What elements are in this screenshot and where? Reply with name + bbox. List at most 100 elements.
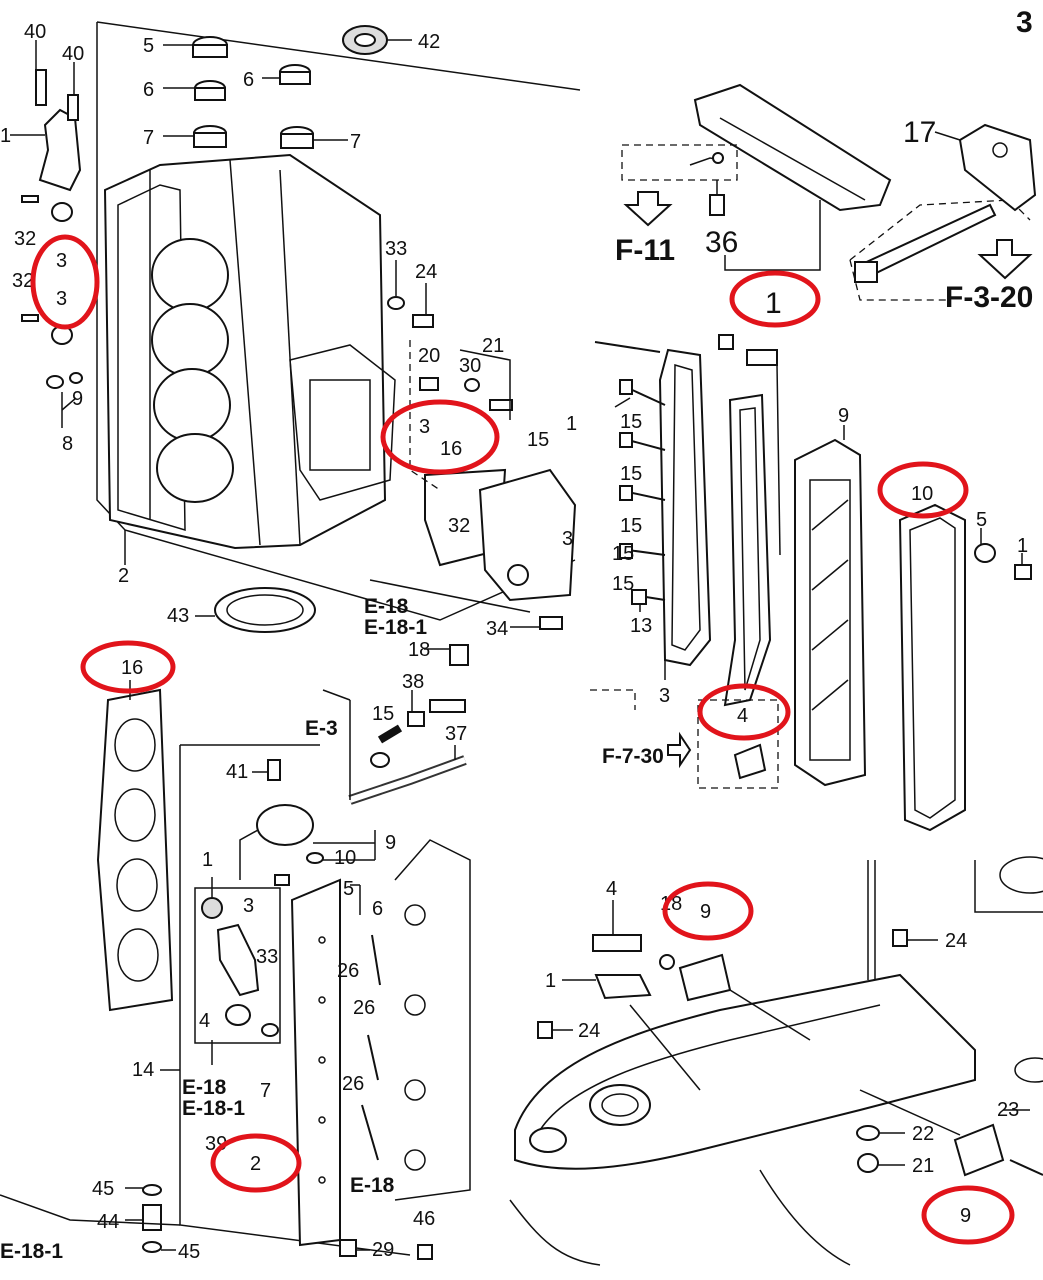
head-label-1: 36 (705, 226, 738, 259)
engine-label-12: 7 (143, 127, 154, 149)
engine-label-16: 33 (385, 238, 407, 260)
intake-ref-1: E-18 (182, 1076, 227, 1099)
intake-manifold-panel: 16 18 38 15 37 41 9 10 5 6 1 3 33 4 14 2… (0, 639, 471, 1263)
engine-block-panel: 40 40 1 32 3 3 32 9 8 5 6 6 7 7 42 2 33 … (0, 21, 581, 640)
water-cover-parts (387, 296, 577, 630)
lower-label-9: 9 (960, 1205, 971, 1227)
engine-label-21: 3 (419, 416, 430, 438)
intake-label-25: 46 (413, 1208, 435, 1230)
head-label-4: 15 (620, 463, 642, 485)
bearing-sleeves (192, 25, 388, 149)
intake-label-10: 1 (202, 849, 213, 871)
engine-label-5: 3 (56, 288, 67, 310)
lower-label-6: 23 (997, 1099, 1019, 1121)
gasket-ring (214, 587, 316, 633)
intake-ref-0: E-3 (305, 717, 338, 740)
head-cover-gasket (898, 503, 966, 832)
fuel-hoses (348, 644, 469, 805)
head-label-5: 15 (620, 515, 642, 537)
engine-ref-0: E-18 (364, 595, 409, 618)
intake-label-6: 9 (385, 832, 396, 854)
lower-label-8: 21 (912, 1155, 934, 1177)
engine-label-15: 2 (118, 565, 129, 587)
cylinder-head-panel: 17 36 1 15 15 15 15 15 15 13 3 4 9 10 5 … (590, 83, 1037, 832)
highlight-ring-9-bottom (921, 1185, 1015, 1245)
lower-label-4: 24 (578, 1020, 600, 1042)
engine-label-9: 5 (143, 35, 154, 57)
engine-label-24: 15 (527, 429, 549, 451)
lower-label-3: 1 (545, 970, 556, 992)
engine-label-7: 9 (72, 388, 83, 410)
head-label-13: 10 (911, 483, 933, 505)
head-ref-2: F-7-30 (602, 745, 664, 768)
engine-label-3: 32 (14, 228, 36, 250)
engine-label-14: 42 (418, 31, 440, 53)
pressure-regulator (239, 759, 324, 886)
engine-label-22: 16 (440, 438, 462, 460)
head-label-15: 1 (1017, 535, 1028, 557)
highlight-rings (30, 234, 1015, 1245)
engine-label-20: 21 (482, 335, 504, 357)
engine-label-8: 8 (62, 433, 73, 455)
engine-label-26: 3 (562, 528, 573, 550)
head-label-11: 4 (737, 705, 748, 727)
engine-label-4: 3 (56, 250, 67, 272)
oil-case (509, 856, 1043, 1266)
highlight-ring-3 (30, 234, 100, 330)
intake-label-0: 16 (121, 657, 143, 679)
engine-label-28: 43 (167, 605, 189, 627)
highlight-ring-1 (729, 270, 821, 328)
mount-bracket (21, 69, 83, 389)
head-cover-bolts (594, 341, 666, 605)
engine-label-27: 34 (486, 618, 508, 640)
arrow-down-icon-2 (977, 239, 1033, 280)
lower-label-7: 22 (912, 1123, 934, 1145)
intake-label-7: 10 (334, 847, 356, 869)
intake-label-15: 26 (337, 960, 359, 982)
intake-label-3: 15 (372, 703, 394, 725)
intake-label-16: 26 (353, 997, 375, 1019)
highlight-ring-10 (877, 461, 969, 519)
engine-ref-1: E-18-1 (364, 616, 427, 639)
head-label-0: 17 (903, 116, 936, 149)
intake-label-17: 26 (342, 1073, 364, 1095)
intake-gasket (96, 688, 174, 1012)
highlight-ring-9-top (662, 881, 754, 941)
highlight-ring-4 (697, 683, 791, 741)
anode-bar (693, 83, 892, 212)
engine-label-23: 32 (448, 515, 470, 537)
engine-label-1: 40 (62, 43, 84, 65)
intake-label-8: 5 (343, 878, 354, 900)
intake-ref-3: E-18 (350, 1174, 395, 1197)
highlight-ring-2 (210, 1133, 302, 1193)
engine-label-13: 7 (350, 131, 361, 153)
intake-label-11: 3 (243, 895, 254, 917)
engine-label-17: 24 (415, 261, 437, 283)
engine-label-11: 6 (243, 69, 254, 91)
head-label-14: 5 (976, 509, 987, 531)
engine-label-0: 40 (24, 21, 46, 43)
head-cover (794, 438, 867, 787)
head-label-12: 9 (838, 405, 849, 427)
intake-label-21: 45 (92, 1178, 114, 1200)
engine-label-25: 1 (566, 413, 577, 435)
engine-label-19: 30 (459, 355, 481, 377)
intake-label-20: 2 (250, 1153, 261, 1175)
intake-label-24: 29 (372, 1239, 394, 1261)
page-corner-number: 3 (1016, 6, 1033, 39)
engine-label-6: 32 (12, 270, 34, 292)
intake-label-18: 7 (260, 1080, 271, 1102)
lower-label-2: 9 (700, 901, 711, 923)
intake-label-2: 38 (402, 671, 424, 693)
head-label-2: 1 (765, 287, 782, 320)
head-label-7: 15 (612, 573, 634, 595)
highlight-ring-16 (80, 640, 176, 694)
head-label-6: 15 (612, 543, 634, 565)
head-edge (361, 839, 471, 1201)
intake-label-13: 4 (199, 1010, 210, 1032)
engine-label-18: 20 (418, 345, 440, 367)
lower-label-0: 4 (606, 878, 617, 900)
highlight-ring-3-16 (380, 399, 500, 475)
intake-label-12: 33 (256, 946, 278, 968)
